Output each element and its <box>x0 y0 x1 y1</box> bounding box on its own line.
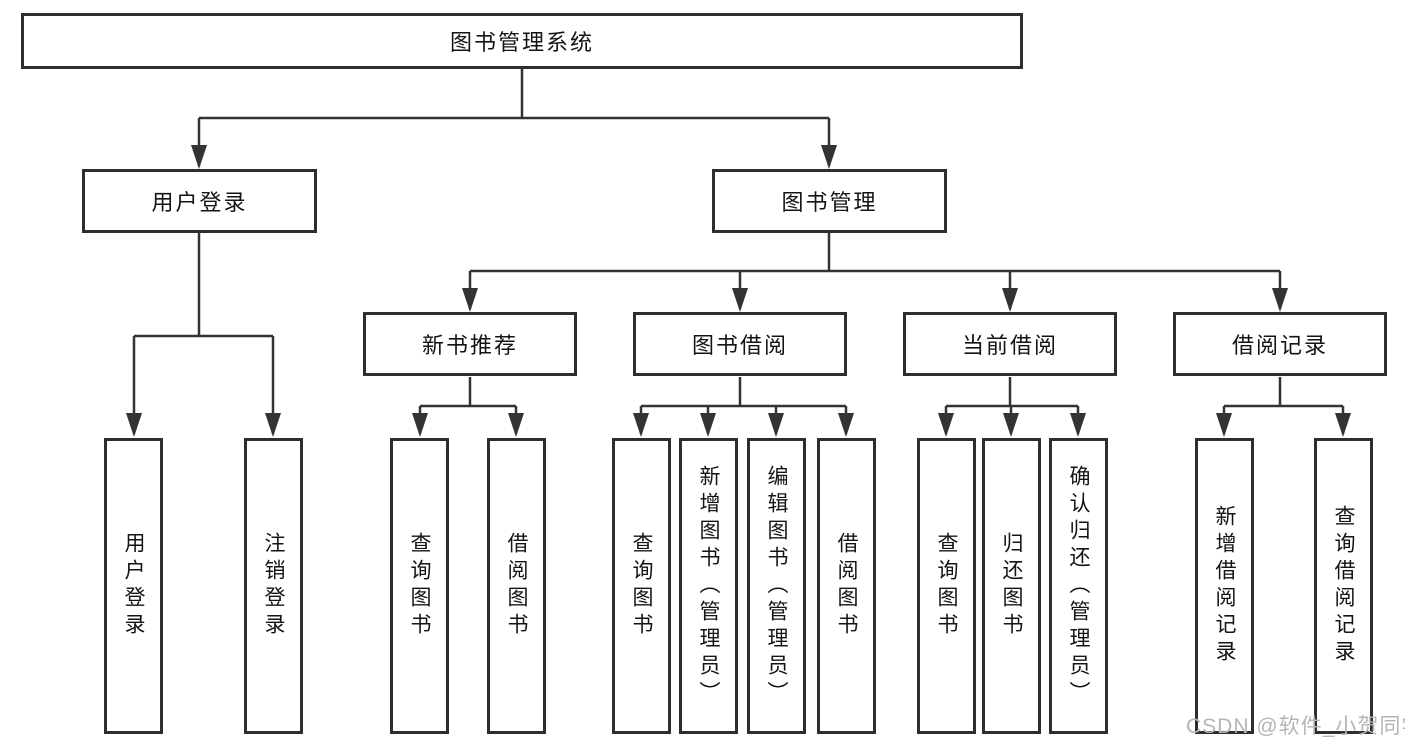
node-label: 新书推荐 <box>421 333 518 358</box>
leaf-label: 新增借阅记录 <box>1213 505 1236 667</box>
leaf-return-book: 归还图书 <box>982 438 1041 734</box>
node-label: 借阅记录 <box>1231 333 1328 358</box>
leaf-edit-book-admin: 编辑图书（管理员） <box>747 438 806 734</box>
leaf-add-borrow-record: 新增借阅记录 <box>1195 438 1254 734</box>
leaf-label: 注销登录 <box>262 532 285 640</box>
node-label: 用户登录 <box>151 190 248 215</box>
leaf-borrow-book-1: 借阅图书 <box>487 438 546 734</box>
leaf-query-book-3: 查询图书 <box>917 438 976 734</box>
node-label: 图书管理 <box>781 190 878 215</box>
node-book-borrow: 图书借阅 <box>633 312 847 376</box>
node-user-login: 用户登录 <box>82 169 317 233</box>
node-new-book-recommend: 新书推荐 <box>363 312 577 376</box>
node-label: 图书借阅 <box>691 333 788 358</box>
leaf-label: 查询图书 <box>408 532 431 640</box>
leaf-label: 借阅图书 <box>835 532 858 640</box>
leaf-label: 确认归还（管理员） <box>1067 464 1090 708</box>
leaf-label: 用户登录 <box>122 532 145 640</box>
leaf-label: 借阅图书 <box>505 532 528 640</box>
watermark: CSDN @软件_小贺同学 <box>1186 715 1405 738</box>
leaf-confirm-return-admin: 确认归还（管理员） <box>1049 438 1108 734</box>
node-current-borrow: 当前借阅 <box>903 312 1117 376</box>
arrowhead-icons <box>126 145 1351 437</box>
leaf-user-login: 用户登录 <box>104 438 163 734</box>
leaf-label: 查询借阅记录 <box>1332 505 1355 667</box>
leaf-label: 归还图书 <box>1000 532 1023 640</box>
leaf-label: 查询图书 <box>630 532 653 640</box>
leaf-query-book-1: 查询图书 <box>390 438 449 734</box>
node-borrow-record: 借阅记录 <box>1173 312 1387 376</box>
node-label: 图书管理系统 <box>449 30 594 55</box>
leaf-label: 编辑图书（管理员） <box>765 464 788 708</box>
leaf-query-book-2: 查询图书 <box>612 438 671 734</box>
leaf-label: 新增图书（管理员） <box>697 464 720 708</box>
leaf-label: 查询图书 <box>935 532 958 640</box>
node-library-management-system: 图书管理系统 <box>21 13 1023 69</box>
leaf-query-borrow-record: 查询借阅记录 <box>1314 438 1373 734</box>
leaf-add-book-admin: 新增图书（管理员） <box>679 438 738 734</box>
node-book-management: 图书管理 <box>712 169 947 233</box>
leaf-logout: 注销登录 <box>244 438 303 734</box>
node-label: 当前借阅 <box>961 333 1058 358</box>
leaf-borrow-book-2: 借阅图书 <box>817 438 876 734</box>
